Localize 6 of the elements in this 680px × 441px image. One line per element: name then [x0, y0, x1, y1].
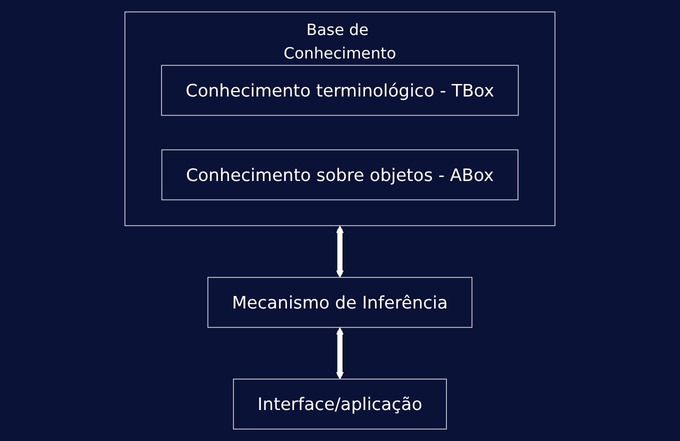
- node-box: Mecanismo de Inferência: [208, 276, 472, 328]
- node-box: Conhecimento sobre objetos - ABox: [161, 149, 518, 200]
- arrow: [336, 226, 344, 278]
- node-box: Interface/aplicação: [233, 378, 447, 430]
- arrow: [336, 327, 344, 380]
- node-box: Conhecimento terminológico - TBox: [161, 64, 519, 116]
